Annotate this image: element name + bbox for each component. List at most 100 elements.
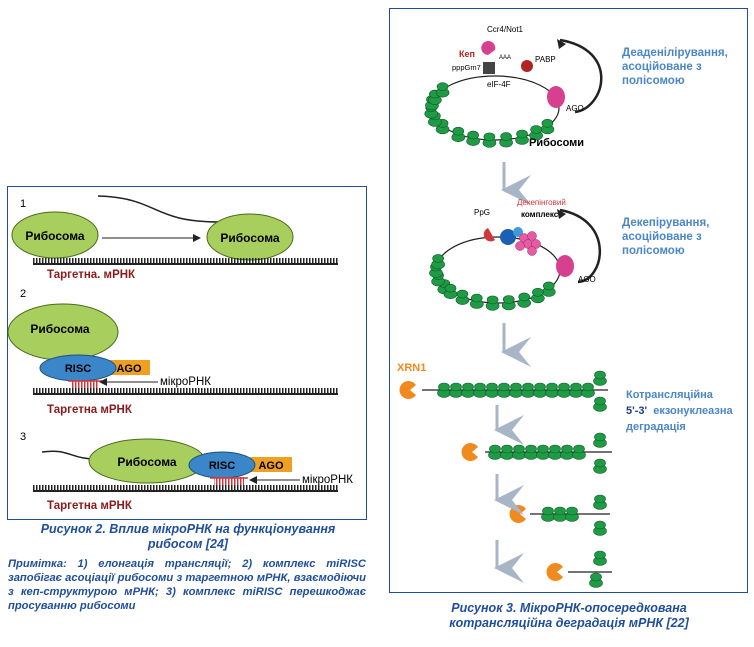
degradation-rows xyxy=(399,370,612,588)
cap-structure-1 xyxy=(483,62,495,74)
cycle-arrow-2 xyxy=(559,208,601,284)
ribosome-bead xyxy=(557,382,571,398)
ribosome-bead xyxy=(461,382,475,398)
ribosome-bead xyxy=(565,506,579,522)
target-mrna-1-line xyxy=(33,263,338,265)
ribosome-bead xyxy=(485,295,500,311)
ribosome-bead xyxy=(497,382,511,398)
cotrans-line-2: 5'-3' екзонуклеазна xyxy=(626,405,733,417)
polysome-1-ribosome-beads xyxy=(424,82,555,148)
figure-3-caption: Рисунок 3. МікроРНК-опосередкована котра… xyxy=(449,601,689,630)
cotrans-exonuclease: екзонуклеазна xyxy=(653,405,733,417)
figure-2-note: Примітка: 1) елонгація трансляції; 2) ко… xyxy=(8,558,366,612)
target-mrna-1-label: Таргетна. мРНК xyxy=(47,269,136,281)
figure-2-panel xyxy=(7,186,367,520)
step-1-number: 1 xyxy=(20,198,26,210)
mrna-strand-1 xyxy=(97,195,221,223)
target-mrna-2-label: Таргетна мРНК xyxy=(47,404,133,416)
xrn1-exonuclease-icon xyxy=(509,505,526,523)
risc-3-label: RISC xyxy=(209,460,235,472)
ribosome-bead xyxy=(451,126,466,143)
polysome-2-ribosome-beads xyxy=(429,254,556,311)
ribosome-bead xyxy=(531,287,545,304)
mirna-2-ticks xyxy=(72,380,98,388)
ribosome-bead xyxy=(499,132,513,148)
decapping-complex-label-2: комплекс xyxy=(521,210,559,219)
deadenylation-line-1: Деаденілірування, xyxy=(622,47,728,59)
decapping-complex-label-1: Декепінговий xyxy=(517,198,566,207)
ribosome-bead xyxy=(466,130,480,146)
free-ribosome-bead xyxy=(589,572,603,588)
cycle-arrow-1 xyxy=(559,38,603,114)
xrn1-exonuclease-icon xyxy=(399,381,416,399)
ppg-label: PpG xyxy=(474,208,490,217)
ago-1-icon xyxy=(547,86,565,108)
ribosome-2-label: Рибосома xyxy=(30,322,90,336)
ribosome-bead xyxy=(469,293,484,309)
free-ribosome-bead xyxy=(593,550,607,566)
cotrans-line-3: деградація xyxy=(626,421,686,433)
ribosome-bead xyxy=(455,289,470,305)
ribosome-bead xyxy=(521,382,535,398)
ribosome-bead xyxy=(569,382,583,398)
target-mrna-3-label: Таргетна мРНК xyxy=(47,500,133,512)
ribosome-bead xyxy=(437,382,451,398)
ribosome-bead xyxy=(512,444,526,460)
ribosome-bead xyxy=(443,283,458,300)
ribosome-bead xyxy=(431,254,445,270)
cap-label: Кеп xyxy=(459,49,475,59)
ribosome-bead xyxy=(485,382,499,398)
step-3-number: 3 xyxy=(20,431,26,443)
ribosome-bead xyxy=(553,506,567,522)
ribosome-bead xyxy=(449,382,463,398)
ribosome-3-label: Рибосома xyxy=(117,455,177,469)
ribosome-bead xyxy=(545,382,559,398)
target-mrna-1-ticks xyxy=(33,258,338,263)
mirna-3-ticks xyxy=(214,477,244,485)
ribosome-bead xyxy=(500,444,514,460)
ribosome-bead xyxy=(540,119,555,135)
free-ribosome-bead xyxy=(593,494,607,510)
decapping-complex-subunit xyxy=(527,231,537,241)
free-ribosome-bead xyxy=(593,370,607,386)
ribosome-bead xyxy=(541,506,555,522)
target-mrna-3-line xyxy=(33,490,338,492)
free-ribosome-bead xyxy=(593,432,607,448)
ribosome-bead xyxy=(560,444,574,460)
ribosome-bead xyxy=(488,444,502,460)
xrn1-exonuclease-icon xyxy=(461,443,478,462)
ribosome-bead xyxy=(515,129,529,145)
target-mrna-3-ticks xyxy=(33,485,338,490)
ribosome-bead xyxy=(473,382,487,398)
ribosome-bead xyxy=(501,295,516,311)
pabp-label: PABP xyxy=(535,55,556,64)
deadenylation-label: Деаденілірування, асоційоване з полісомо… xyxy=(622,47,731,87)
ccr4-not1-icon xyxy=(481,41,496,55)
decapping-complex-blue xyxy=(500,229,516,245)
aaa-label: AAA xyxy=(499,55,511,61)
ago-box-2 xyxy=(108,360,150,375)
decapping-line-2: асоційоване з xyxy=(622,231,702,243)
decapping-complex-cyan xyxy=(513,227,523,237)
pabp-icon xyxy=(521,60,533,72)
ago-1-label: AGO xyxy=(566,104,584,113)
cotrans-5-3: 5'-3' xyxy=(626,405,648,417)
ago-2-label: AGO xyxy=(578,275,596,284)
ribosome-bead xyxy=(435,82,450,98)
ribosome-bead xyxy=(509,382,523,398)
deadenylation-line-3: полісомою xyxy=(622,75,685,87)
deadenylation-line-2: асоційоване з xyxy=(622,61,702,73)
polysome-2 xyxy=(429,208,601,311)
decapping-line-3: полісомою xyxy=(622,245,685,257)
cycle-arrow-2-head xyxy=(557,209,566,219)
ribosome-bead xyxy=(536,444,550,460)
ribosome-1a-label: Рибосома xyxy=(25,229,85,243)
ribosome-bead xyxy=(572,444,586,460)
target-mrna-2-ticks xyxy=(33,388,338,393)
xrn1-label: XRN1 xyxy=(397,362,426,374)
step-2-number: 2 xyxy=(20,288,26,300)
ribosome-bead xyxy=(541,281,556,297)
decapping-complex-pink xyxy=(515,231,541,256)
